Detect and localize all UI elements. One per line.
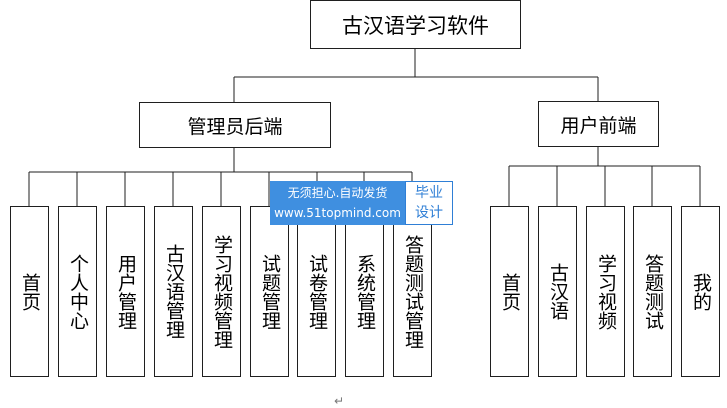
admin-leaf-video-management: 学习视频管理 [202,206,241,377]
admin-backend-node: 管理员后端 [139,102,331,148]
watermark-tag: 毕业设计 [405,181,453,225]
admin-leaf-label: 首页 [19,272,41,311]
user-leaf-quiz: 答题测试 [633,206,672,377]
watermark-line1: 无须担心.自动发货 [287,186,388,200]
user-leaf-classical-chinese: 古汉语 [538,206,577,377]
user-leaf-mine: 我的 [681,206,720,377]
admin-leaf-label: 答题测试管理 [402,234,424,349]
admin-leaf-label: 系统管理 [354,253,376,330]
paragraph-mark: ↵ [334,394,345,408]
admin-leaf-label: 学习视频管理 [211,234,233,349]
admin-leaf-system-management: 系统管理 [345,206,384,377]
root-node: 古汉语学习软件 [310,0,521,49]
admin-backend-label: 管理员后端 [187,115,283,138]
user-frontend-label: 用户前端 [560,114,637,137]
admin-leaf-question-management: 试题管理 [250,206,289,377]
admin-leaf-user-management: 用户管理 [106,206,145,377]
user-leaf-learning-video: 学习视频 [586,206,625,377]
admin-leaf-classical-chinese-management: 古汉语管理 [154,206,193,377]
admin-leaf-label: 试卷管理 [306,253,328,330]
admin-leaf-quiz-management: 答题测试管理 [393,206,432,377]
watermark-banner: 无须担心.自动发货 www.51topmind.com [270,181,405,225]
admin-leaf-home: 首页 [10,206,49,377]
user-leaf-label: 我的 [690,272,712,311]
admin-leaf-label: 个人中心 [67,253,89,330]
user-leaf-label: 首页 [499,272,521,311]
admin-leaf-label: 用户管理 [115,253,137,330]
root-label: 古汉语学习软件 [342,13,489,38]
user-frontend-node: 用户前端 [538,101,659,147]
user-leaf-home: 首页 [490,206,529,377]
admin-leaf-label: 试题管理 [259,253,281,330]
admin-leaf-personal-center: 个人中心 [58,206,97,377]
admin-leaf-label: 古汉语管理 [163,244,185,339]
user-leaf-label: 古汉语 [547,263,569,320]
user-leaf-label: 学习视频 [595,253,617,330]
user-leaf-label: 答题测试 [642,253,664,330]
admin-leaf-exam-paper-management: 试卷管理 [297,206,336,377]
watermark-line2: www.51topmind.com [274,206,401,220]
watermark-tag-text: 毕业设计 [415,185,443,221]
